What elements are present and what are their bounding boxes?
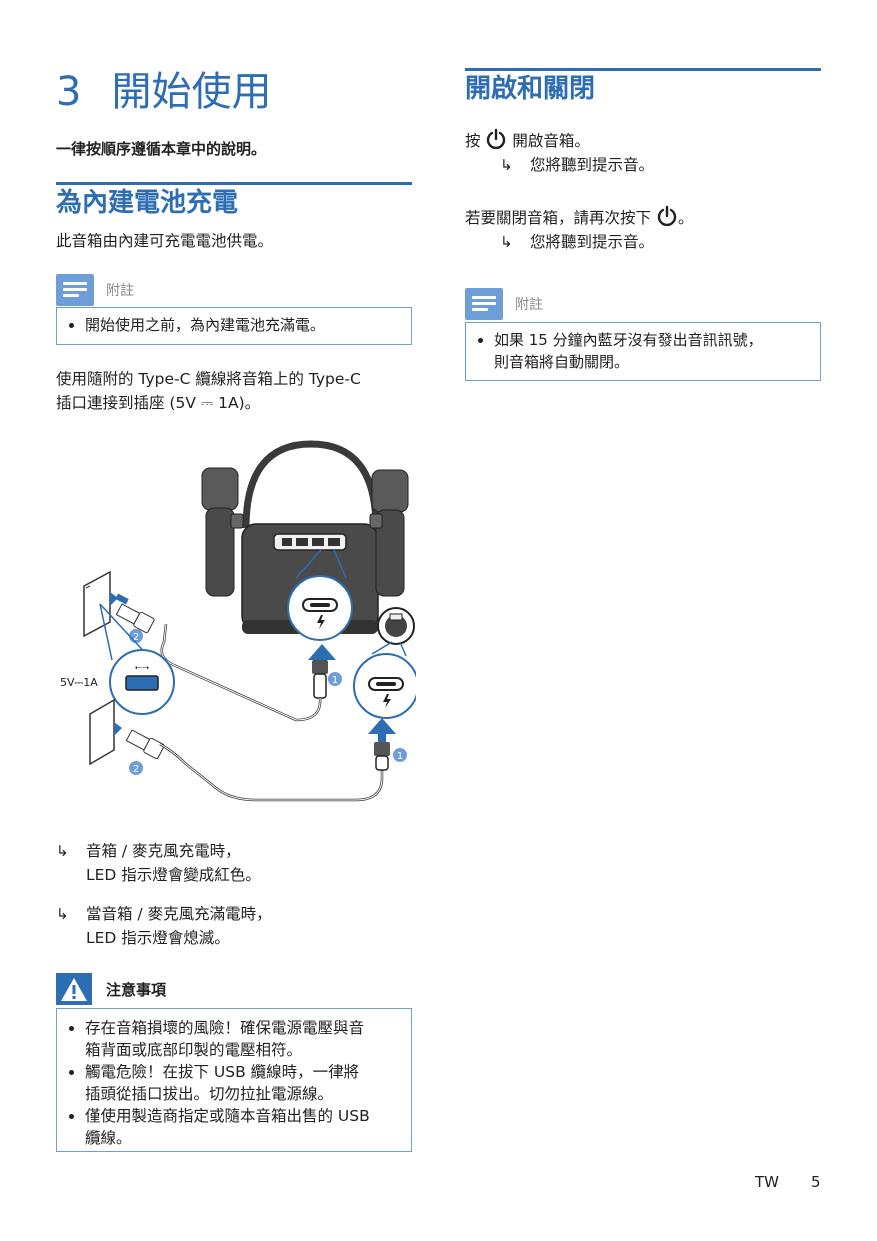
step-2-label-top: 2 <box>133 632 139 643</box>
chapter-intro: 一律按順序遵循本章中的說明。 <box>56 140 267 158</box>
note-item: 開始使用之前，為內建電池充滿電。 <box>85 314 401 336</box>
power-off-instruction: 若要關閉音箱，請再次按下 。 <box>465 205 693 230</box>
wall-socket-bottom <box>89 698 115 766</box>
voltage-label: 5V⎓1A <box>60 676 98 689</box>
chapter-number: 3 <box>56 69 82 115</box>
step-1-label-mic: 1 <box>397 751 403 762</box>
charging-illustration: 1 2 ⭠⭢ 5V⎓1A 2 1 <box>60 440 416 802</box>
result-full: ↳ 當音箱 / 麥克風充滿電時， LED 指示燈會熄滅。 <box>56 902 412 950</box>
result-arrow-icon: ↳ <box>56 905 69 923</box>
result-arrow-icon: ↳ <box>500 156 513 174</box>
result-line-2: LED 指示燈會熄滅。 <box>86 929 230 947</box>
caution-header: 注意事項 <box>56 972 166 1006</box>
power-off-result: ↳ 您將聽到提示音。 <box>500 230 654 254</box>
connect-line-2: 插口連接到插座 (5V ⎓ 1A)。 <box>56 394 261 412</box>
caution-item: 僅使用製造商指定或隨本音箱出售的 USB 纜線。 <box>85 1105 401 1149</box>
step-1-badge-mic <box>393 748 407 762</box>
charge-description: 此音箱由內建可充電電池供電。 <box>56 232 274 250</box>
power-on-instruction: 按 開啟音箱。 <box>465 128 590 153</box>
step-2-label-bottom: 2 <box>133 764 139 775</box>
chapter-title-text: 開始使用 <box>111 69 272 115</box>
connect-line-1: 使用隨附的 Type-C 纜線將音箱上的 Type-C <box>56 370 361 388</box>
result-charging: ↳ 音箱 / 麥克風充電時， LED 指示燈會變成紅色。 <box>56 839 412 887</box>
speaker-handle <box>242 440 380 529</box>
caution-box: 存在音箱損壞的風險！確保電源電壓與音 箱背面或底部印製的電壓相符。 觸電危險！在… <box>56 1008 412 1152</box>
insert-arrow-icon <box>308 644 336 668</box>
caution-item: 觸電危險！在拔下 USB 纜線時，一律將 插頭從插口拔出。切勿拉扯電源線。 <box>85 1061 401 1105</box>
step-2-badge-bottom <box>129 761 143 775</box>
step-1-badge <box>328 672 342 686</box>
note-label: 附註 <box>106 283 134 299</box>
step-1-label: 1 <box>332 675 338 686</box>
note-header-power: 附註 <box>465 288 543 320</box>
footer-language: TW <box>755 1173 779 1191</box>
wall-socket-top <box>83 570 111 638</box>
note-label: 附註 <box>515 297 543 313</box>
section-rule-power <box>465 68 821 71</box>
result-line-2: LED 指示燈會變成紅色。 <box>86 866 261 884</box>
power-on-result: ↳ 您將聽到提示音。 <box>500 153 654 177</box>
svg-text:⭠⭢: ⭠⭢ <box>135 663 149 673</box>
power-icon <box>487 128 506 150</box>
page-number: 5 <box>811 1173 821 1191</box>
connect-instruction: 使用隨附的 Type-C 纜線將音箱上的 Type-C 插口連接到插座 (5V … <box>56 367 361 415</box>
caution-label: 注意事項 <box>106 980 167 999</box>
note-icon <box>465 288 503 320</box>
section-title-power: 開啟和關閉 <box>465 74 596 104</box>
note-icon <box>56 274 94 306</box>
note-box-charge: 開始使用之前，為內建電池充滿電。 <box>56 307 412 345</box>
result-line-1: 音箱 / 麥克風充電時， <box>86 842 241 860</box>
caution-item: 存在音箱損壞的風險！確保電源電壓與音 箱背面或底部印製的電壓相符。 <box>85 1017 401 1061</box>
power-icon <box>657 205 677 227</box>
warning-icon <box>56 973 92 1005</box>
note-header-charge: 附註 <box>56 274 134 306</box>
section-rule-charge <box>56 182 412 185</box>
chapter-title: 3 開始使用 <box>56 66 271 118</box>
result-arrow-icon: ↳ <box>500 233 513 251</box>
note-item: 如果 15 分鐘內藍牙沒有發出音訊訊號， 則音箱將自動關閉。 <box>494 329 810 373</box>
note-box-power: 如果 15 分鐘內藍牙沒有發出音訊訊號， 則音箱將自動關閉。 <box>465 322 821 381</box>
result-line-1: 當音箱 / 麥克風充滿電時， <box>86 905 272 923</box>
section-title-charge: 為內建電池充電 <box>56 188 239 218</box>
result-arrow-icon: ↳ <box>56 842 69 860</box>
